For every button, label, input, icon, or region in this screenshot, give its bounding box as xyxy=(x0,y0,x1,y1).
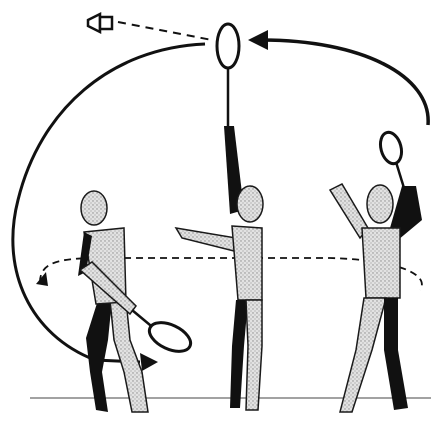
shuttle-flight-dashed xyxy=(118,22,212,40)
right-player-racket xyxy=(377,130,405,166)
center-player-racket xyxy=(217,24,239,68)
right-player xyxy=(330,130,422,412)
center-player-head xyxy=(237,186,263,222)
left-player-head xyxy=(81,191,107,225)
center-player xyxy=(176,24,263,410)
rotation-arrowhead xyxy=(36,272,48,286)
shuttlecock-icon xyxy=(88,14,112,32)
left-player-racket xyxy=(145,317,195,357)
racket-transfer-arrowhead xyxy=(248,30,268,50)
right-player-head xyxy=(367,185,393,223)
left-player xyxy=(78,191,195,412)
racket-transfer-arrow xyxy=(262,40,428,125)
swing-arc-arrowhead xyxy=(140,353,158,371)
